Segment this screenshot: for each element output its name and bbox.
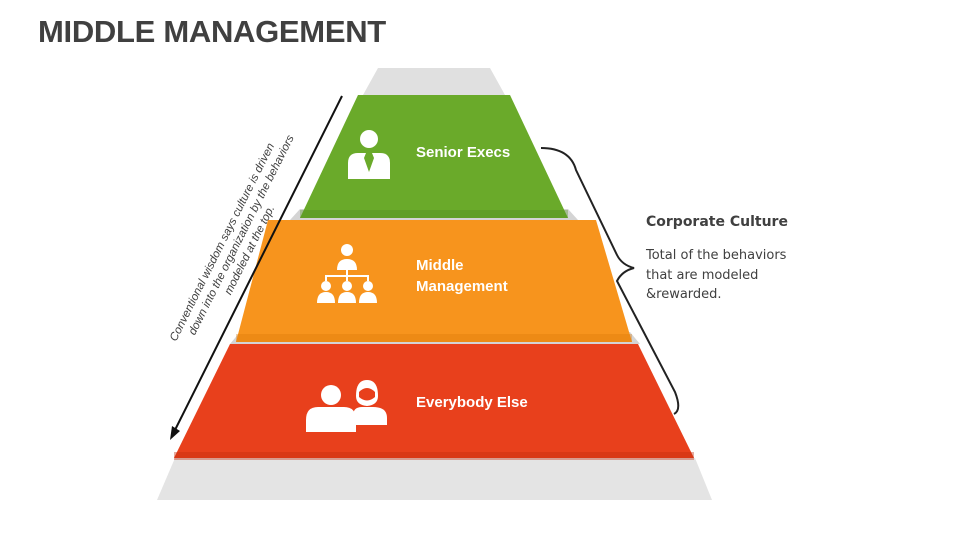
corporate-culture-description: Total of the behaviors that are modeled … bbox=[646, 248, 787, 302]
org-chart-icon bbox=[317, 244, 377, 303]
tier-everybody-else: Everybody Else bbox=[174, 344, 694, 460]
tier-label: Everybody Else bbox=[416, 394, 528, 411]
tier-label: Middle Management bbox=[416, 257, 508, 295]
tier-senior-execs: Senior Execs bbox=[300, 95, 568, 218]
people-pair-icon bbox=[306, 380, 387, 432]
pyramid-cap bbox=[363, 68, 505, 95]
page-title: MIDDLE MANAGEMENT bbox=[38, 14, 386, 49]
brace-icon bbox=[540, 147, 680, 415]
tier-middle-management: Middle Management bbox=[236, 220, 632, 342]
pyramid-base bbox=[157, 458, 712, 500]
executive-icon bbox=[348, 130, 390, 179]
corporate-culture-title: Corporate Culture bbox=[646, 214, 788, 230]
down-arrow-icon bbox=[170, 95, 343, 440]
tier-label: Senior Execs bbox=[416, 144, 510, 161]
